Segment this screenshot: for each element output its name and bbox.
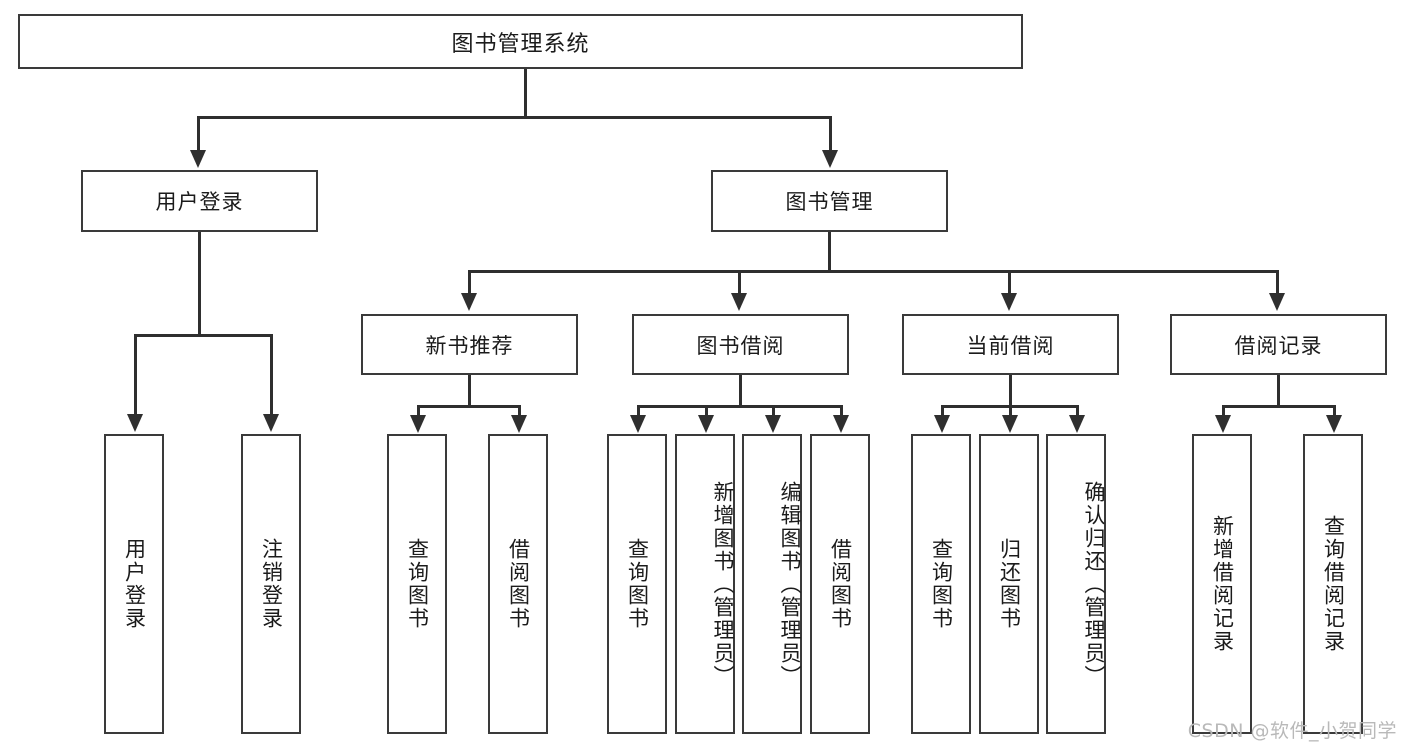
node-borrow-records[interactable]: 借阅记录: [1170, 314, 1387, 375]
connector-book-mgmt-to-current: [1008, 270, 1011, 295]
arrow-book-borrow-to-leaf-3: [765, 415, 781, 433]
connector-book-mgmt-bus: [468, 270, 1278, 273]
leaf-query-book-current[interactable]: 查询图书: [911, 434, 971, 734]
arrow-borrow-records-to-leaf-1: [1215, 415, 1231, 433]
node-new-book-recommend[interactable]: 新书推荐: [361, 314, 578, 375]
node-book-management[interactable]: 图书管理: [711, 170, 948, 232]
node-root-system[interactable]: 图书管理系统: [18, 14, 1023, 69]
arrow-current-borrow-to-leaf-2: [1002, 415, 1018, 433]
arrow-book-mgmt-to-records: [1269, 293, 1285, 311]
arrow-book-mgmt-to-current: [1001, 293, 1017, 311]
arrow-user-login-to-leaf-1: [127, 414, 143, 432]
connector-book-borrow-to-leaf-1: [637, 405, 640, 417]
connector-user-login-bus: [134, 334, 271, 337]
leaf-borrow-book-newbook[interactable]: 借阅图书: [488, 434, 548, 734]
arrow-book-borrow-to-leaf-2: [698, 415, 714, 433]
connector-book-borrow-stem: [739, 375, 742, 407]
leaf-return-book[interactable]: 归还图书: [979, 434, 1039, 734]
connector-user-login-stem: [198, 232, 201, 336]
node-book-borrow[interactable]: 图书借阅: [632, 314, 849, 375]
connector-borrow-records-to-leaf-1: [1222, 405, 1225, 417]
leaf-query-book-newbook[interactable]: 查询图书: [387, 434, 447, 734]
connector-new-book-bus: [417, 405, 520, 408]
arrow-user-login-to-leaf-2: [263, 414, 279, 432]
leaf-add-book-admin[interactable]: 新增图书（管理员）: [675, 434, 735, 734]
leaf-borrow-book[interactable]: 借阅图书: [810, 434, 870, 734]
leaf-logout[interactable]: 注销登录: [241, 434, 301, 734]
connector-book-mgmt-to-records: [1276, 270, 1279, 295]
leaf-add-borrow-record[interactable]: 新增借阅记录: [1192, 434, 1252, 734]
connector-borrow-records-to-leaf-2: [1333, 405, 1336, 417]
connector-root-stem: [524, 69, 527, 118]
arrow-book-borrow-to-leaf-4: [833, 415, 849, 433]
leaf-confirm-return-admin[interactable]: 确认归还（管理员）: [1046, 434, 1106, 734]
leaf-query-borrow-record[interactable]: 查询借阅记录: [1303, 434, 1363, 734]
arrow-book-mgmt-to-borrow: [731, 293, 747, 311]
connector-book-mgmt-to-borrow: [738, 270, 741, 295]
arrow-book-mgmt-to-new-book: [461, 293, 477, 311]
connector-book-borrow-bus: [637, 405, 841, 408]
connector-current-borrow-to-leaf-1: [941, 405, 944, 417]
arrow-book-borrow-to-leaf-1: [630, 415, 646, 433]
arrow-root-to-user-login: [190, 150, 206, 168]
leaf-query-book-borrow[interactable]: 查询图书: [607, 434, 667, 734]
connector-root-to-user-login: [197, 116, 200, 152]
connector-current-borrow-to-leaf-2: [1009, 405, 1012, 417]
connector-book-borrow-to-leaf-2: [705, 405, 708, 417]
connector-book-mgmt-stem: [828, 232, 831, 272]
connector-borrow-records-bus: [1222, 405, 1335, 408]
arrow-current-borrow-to-leaf-3: [1069, 415, 1085, 433]
connector-book-borrow-to-leaf-3: [772, 405, 775, 417]
watermark-text: CSDN @软件_小贺同学: [1187, 720, 1397, 742]
arrow-borrow-records-to-leaf-2: [1326, 415, 1342, 433]
connector-new-book-to-leaf-1: [417, 405, 420, 417]
connector-new-book-stem: [468, 375, 471, 407]
arrow-new-book-to-leaf-2: [511, 415, 527, 433]
connector-book-borrow-to-leaf-4: [840, 405, 843, 417]
leaf-edit-book-admin[interactable]: 编辑图书（管理员）: [742, 434, 802, 734]
arrow-current-borrow-to-leaf-1: [934, 415, 950, 433]
connector-root-to-book-mgmt: [829, 116, 832, 152]
connector-new-book-to-leaf-2: [518, 405, 521, 417]
leaf-user-login[interactable]: 用户登录: [104, 434, 164, 734]
arrow-new-book-to-leaf-1: [410, 415, 426, 433]
connector-book-mgmt-to-new-book: [468, 270, 471, 295]
connector-current-borrow-to-leaf-3: [1076, 405, 1079, 417]
connector-user-login-to-leaf-2: [270, 334, 273, 416]
connector-current-borrow-stem: [1009, 375, 1012, 407]
connector-borrow-records-stem: [1277, 375, 1280, 407]
node-current-borrow[interactable]: 当前借阅: [902, 314, 1119, 375]
connector-root-bus: [197, 116, 830, 119]
arrow-root-to-book-mgmt: [822, 150, 838, 168]
connector-user-login-to-leaf-1: [134, 334, 137, 416]
node-user-login[interactable]: 用户登录: [81, 170, 318, 232]
